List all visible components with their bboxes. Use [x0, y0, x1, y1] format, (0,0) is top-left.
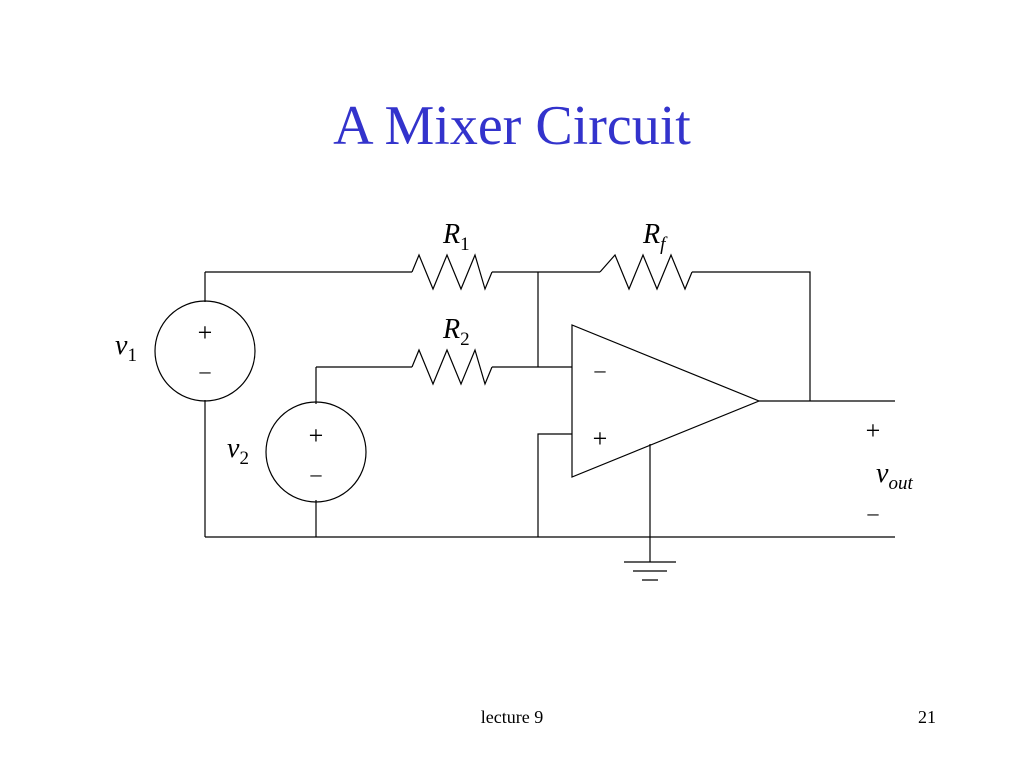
- v2-minus-sign: –: [310, 461, 323, 486]
- v2-plus-sign: +: [309, 421, 324, 450]
- voltage-source-v2: [265, 401, 367, 503]
- slide-title: A Mixer Circuit: [333, 95, 691, 157]
- resistor-r1: [411, 253, 493, 291]
- wire-r2-left: [315, 366, 412, 404]
- opamp-noninverting-sign: +: [593, 424, 608, 453]
- v1-minus-sign: –: [199, 358, 212, 383]
- voltage-source-v1: [154, 300, 256, 402]
- opamp-triangle: [571, 324, 761, 478]
- ground-icon: [624, 561, 676, 581]
- vout-minus-sign: –: [867, 500, 880, 525]
- label-v1: v1: [115, 330, 137, 366]
- footer-lecture-label: lecture 9: [480, 707, 544, 727]
- vout-plus-sign: +: [866, 416, 881, 445]
- resistor-r2: [411, 348, 493, 386]
- resistor-rf: [599, 253, 693, 291]
- label-r2: R2: [442, 314, 470, 350]
- label-v2: v2: [227, 433, 249, 469]
- label-r1: R1: [442, 219, 470, 255]
- wire-rf-right: [692, 271, 811, 401]
- label-vout: vout: [876, 458, 913, 494]
- label-rf: Rf: [642, 219, 668, 255]
- opamp-inverting-sign: –: [594, 357, 607, 382]
- v1-plus-sign: +: [198, 318, 213, 347]
- wire-noninverting: [537, 433, 572, 537]
- page-number: 21: [918, 707, 936, 727]
